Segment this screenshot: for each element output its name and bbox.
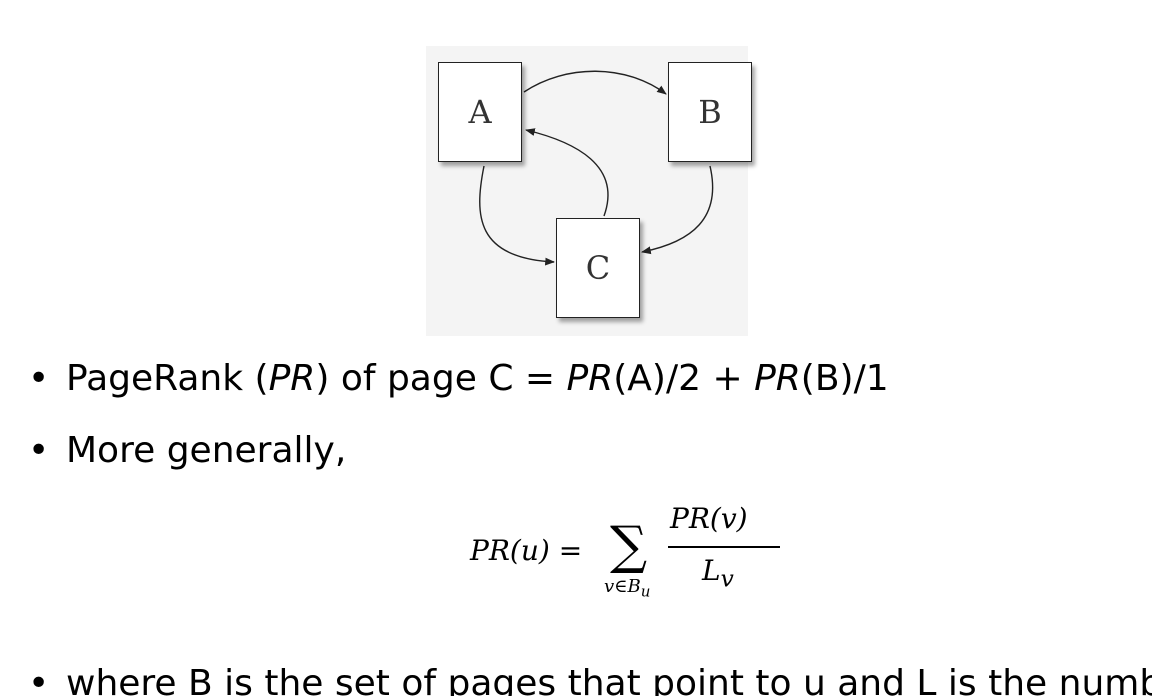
- node-b: B: [668, 62, 752, 162]
- bullet-1-text-4: PR: [566, 358, 614, 399]
- bullet-1-text-7: (B)/1: [800, 358, 889, 399]
- bullet-3-text: where B is the set of pages that point t…: [66, 663, 1152, 696]
- link-graph-diagram: A B C: [426, 46, 752, 336]
- denominator-sub: v: [720, 564, 734, 593]
- node-c: C: [556, 218, 640, 318]
- summation-subscript-main: v∈B: [604, 576, 641, 597]
- bullet-where-definition: • where B is the set of pages that point …: [28, 666, 1152, 696]
- bullet-2-text: More generally,: [66, 430, 347, 471]
- edge-c-to-a: [525, 128, 609, 217]
- summation-symbol: ∑: [610, 516, 648, 576]
- edge-b-to-c: [641, 165, 714, 255]
- bullet-dot: •: [28, 663, 50, 696]
- pagerank-formula: PR(u) = ∑ v∈Bu PR(v) Lv: [470, 498, 790, 601]
- bullet-1-text-5: (A)/2 +: [613, 358, 755, 399]
- node-a: A: [438, 62, 522, 162]
- graph-edges: [479, 70, 714, 266]
- fraction-denominator: Lv: [702, 554, 734, 593]
- summation-subscript: v∈Bu: [604, 576, 650, 601]
- bullet-1-text-1: PageRank (: [66, 358, 269, 399]
- node-c-label: C: [585, 249, 611, 287]
- bullet-pagerank-of-c: •PageRank (PR) of page C = PR(A)/2 + PR(…: [28, 361, 889, 397]
- node-b-label: B: [698, 93, 722, 131]
- edge-a-to-b: [523, 70, 667, 95]
- bullet-dot: •: [28, 430, 50, 471]
- denominator-main: L: [702, 554, 721, 587]
- edge-a-to-c: [479, 165, 555, 266]
- bullet-1-text-3: ) of page C =: [315, 358, 567, 399]
- summation-subscript-sub: u: [640, 582, 651, 601]
- bullet-more-generally: • More generally,: [28, 433, 346, 469]
- bullet-dot: •: [28, 358, 50, 399]
- bullet-1-text-6: PR: [754, 358, 801, 399]
- fraction-bar: [668, 546, 780, 548]
- bullet-1-text-2: PR: [268, 358, 316, 399]
- fraction-numerator: PR(v): [670, 502, 748, 535]
- node-a-label: A: [468, 93, 492, 131]
- formula-lhs: PR(u) =: [470, 534, 583, 567]
